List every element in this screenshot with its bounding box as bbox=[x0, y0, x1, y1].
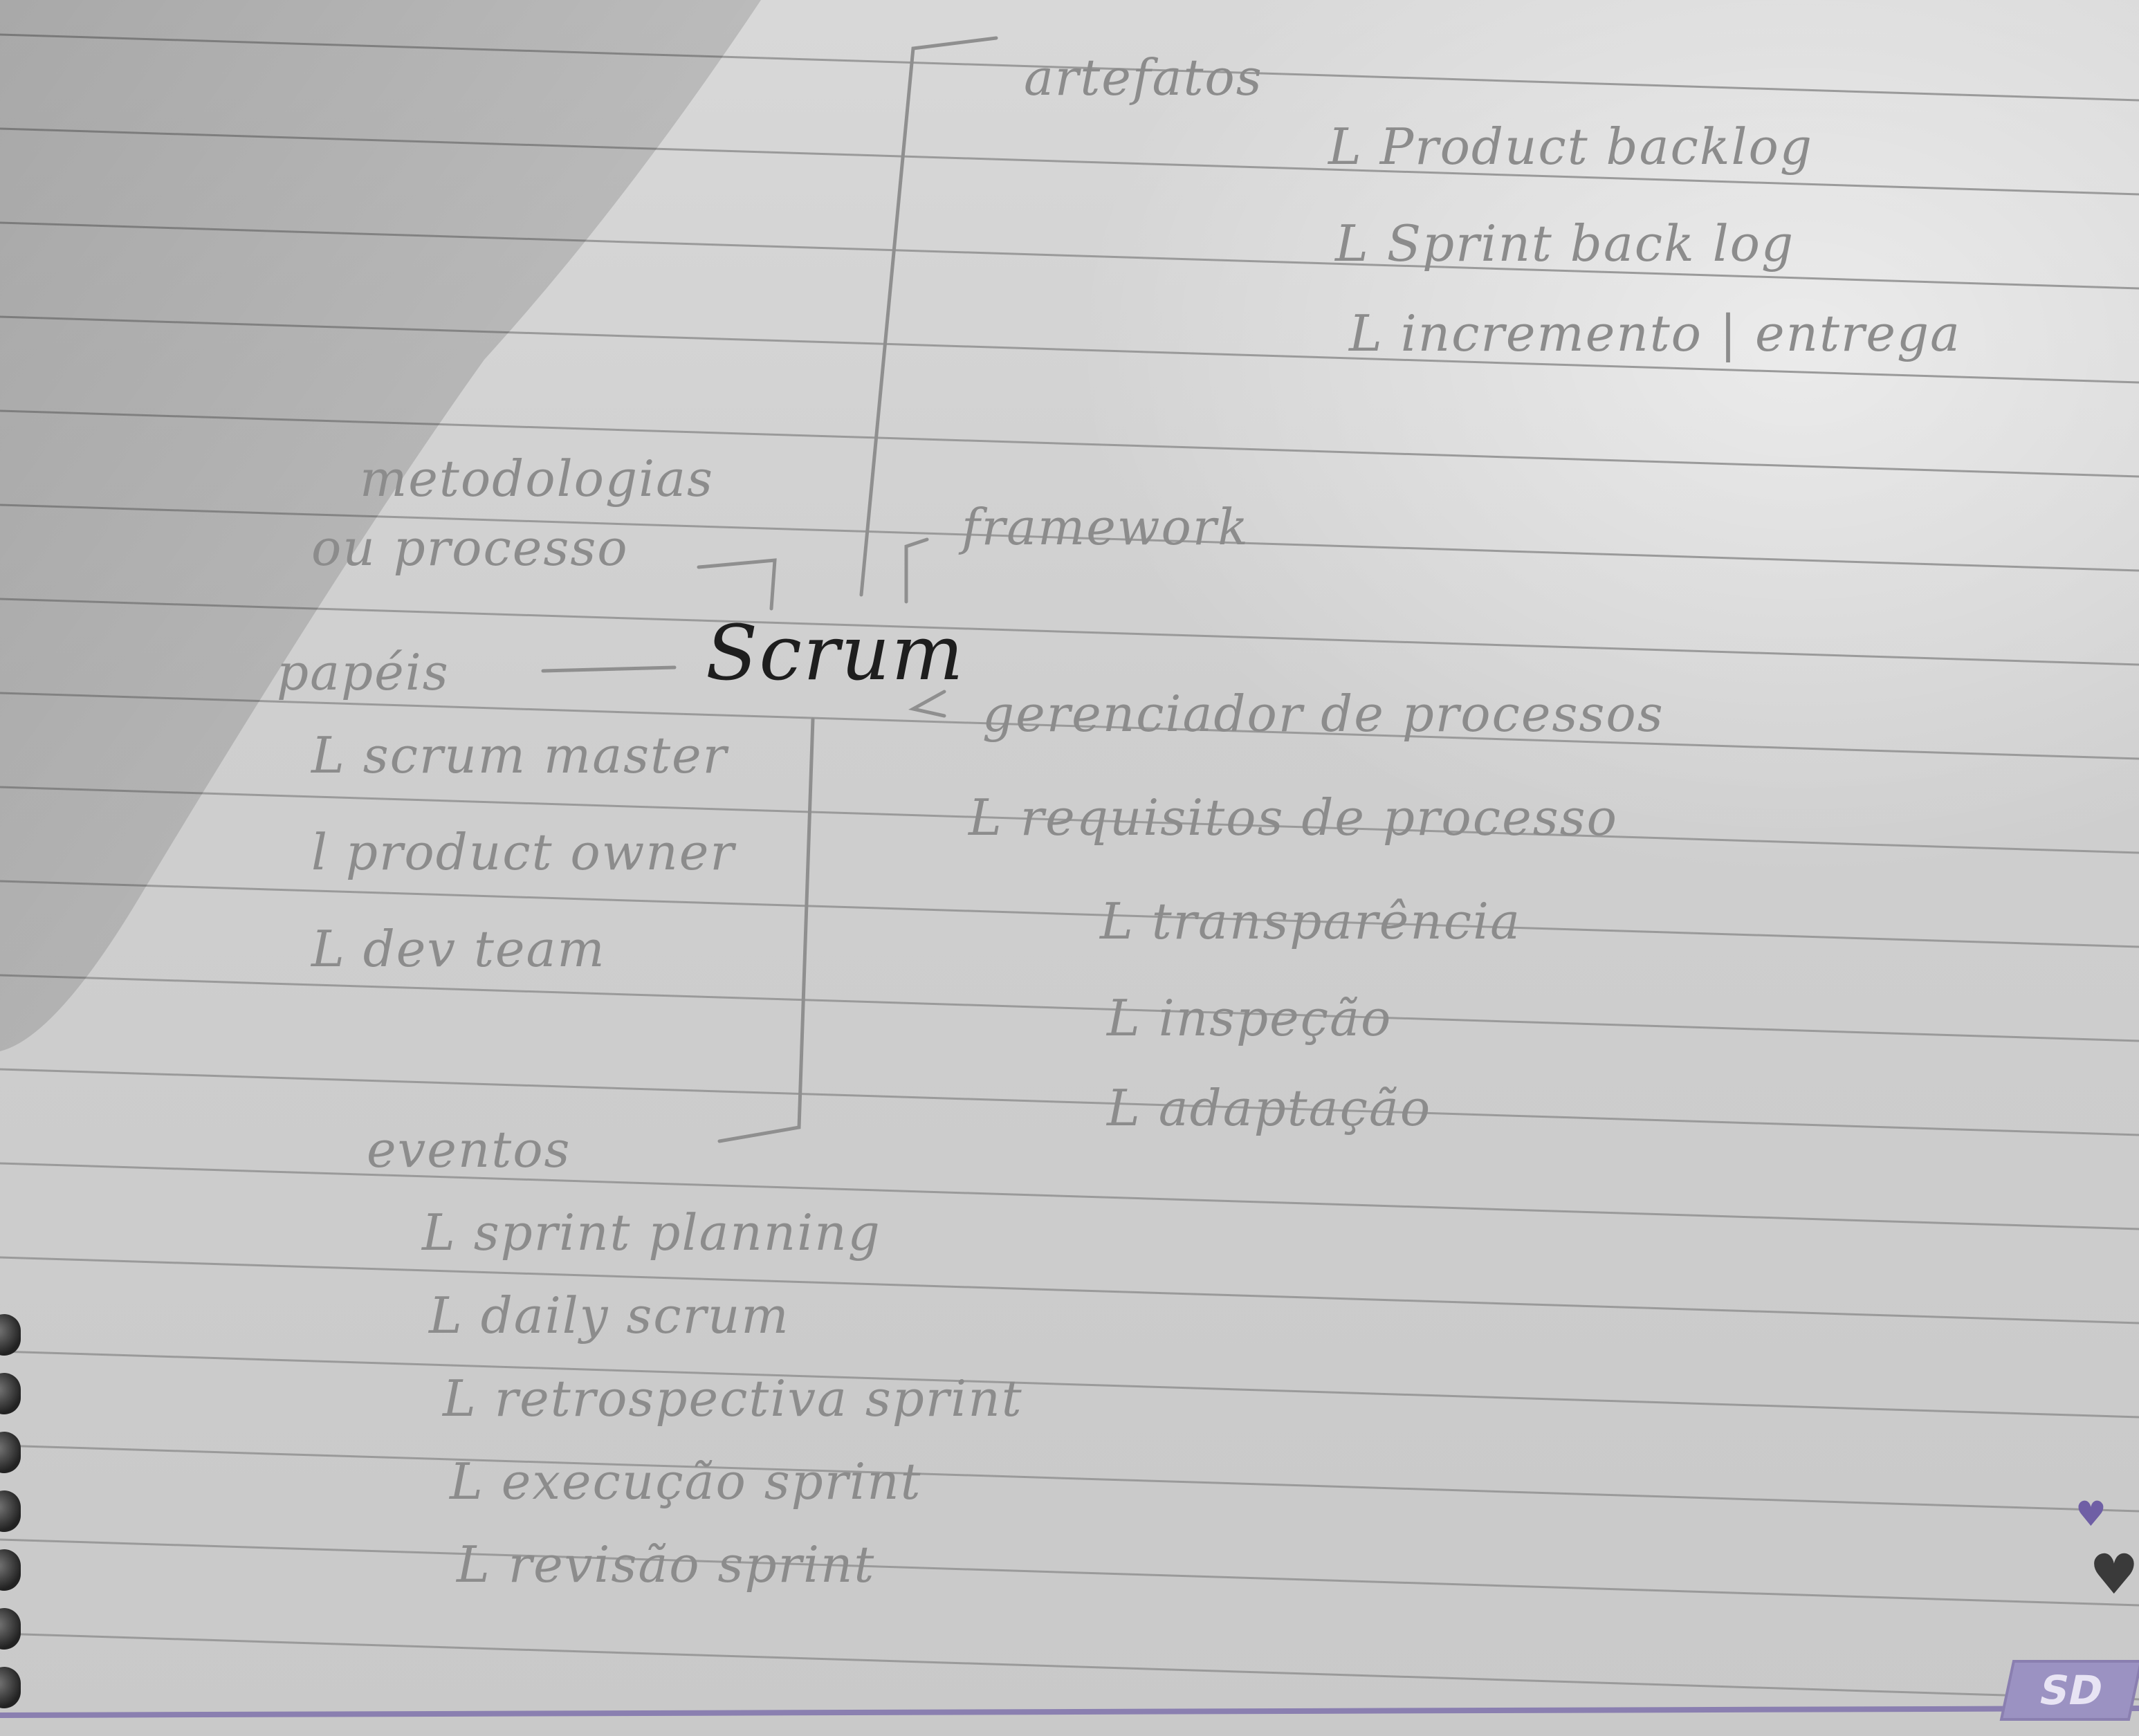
eventos-item: L revisão sprint bbox=[457, 1535, 876, 1594]
eventos-item-label: daily scrum bbox=[480, 1286, 790, 1345]
brand-label: SD bbox=[2035, 1667, 2108, 1714]
artefatos-item-label: Sprint back log bbox=[1386, 214, 1795, 273]
artefatos-title: artefatos bbox=[1024, 48, 1263, 107]
eventos-item: L daily scrum bbox=[429, 1286, 790, 1345]
framework-item-label: requisitos de processo bbox=[1020, 788, 1618, 847]
pillar-label: inspeção bbox=[1158, 989, 1393, 1047]
notebook-brand-logo: SD bbox=[1999, 1660, 2139, 1721]
papeis-title: papéis bbox=[277, 643, 450, 701]
eventos-item-label: execução sprint bbox=[501, 1452, 922, 1511]
ruled-line bbox=[0, 1256, 2139, 1324]
framework-item: L requisitos de processo bbox=[968, 788, 1618, 847]
eventos-item: L retrospectiva sprint bbox=[443, 1369, 1023, 1428]
methodology-label-2: ou processo bbox=[311, 519, 629, 577]
papeis-item: L scrum master bbox=[311, 726, 728, 784]
heart-icon: ♥ bbox=[2075, 1494, 2106, 1534]
spiral-ring bbox=[0, 1373, 21, 1414]
framework-item: gerenciador de processos bbox=[982, 685, 1664, 743]
spiral-ring bbox=[0, 1314, 21, 1356]
papeis-item: l product owner bbox=[311, 823, 735, 881]
spiral-ring bbox=[0, 1549, 21, 1591]
papeis-item-label: product owner bbox=[345, 823, 735, 881]
papeis-item-label: scrum master bbox=[362, 726, 728, 784]
papeis-item-label: dev team bbox=[362, 920, 606, 978]
artefatos-item-label: incremento | entrega bbox=[1400, 304, 1961, 362]
bottom-margin-line bbox=[0, 1706, 2139, 1718]
artefatos-item: L Sprint back log bbox=[1335, 214, 1795, 273]
artefatos-item: L Product backlog bbox=[1328, 118, 1813, 176]
eventos-title: eventos bbox=[367, 1120, 571, 1179]
framework-title: framework bbox=[962, 498, 1249, 556]
ruled-line bbox=[0, 1068, 2139, 1136]
ruled-line bbox=[0, 1632, 2139, 1701]
ruled-line bbox=[0, 1538, 2139, 1607]
pillar-item: L adaptação bbox=[1107, 1079, 1432, 1137]
eventos-item: L execução sprint bbox=[450, 1452, 922, 1511]
spiral-ring bbox=[0, 1432, 21, 1473]
eventos-item-label: sprint planning bbox=[473, 1203, 881, 1262]
methodology-label-1: metodologias bbox=[360, 450, 714, 508]
pillar-item: L inspeção bbox=[1107, 989, 1393, 1047]
spiral-ring bbox=[0, 1667, 21, 1708]
spiral-ring bbox=[0, 1608, 21, 1650]
pillar-label: transparência bbox=[1151, 892, 1521, 950]
spiral-ring bbox=[0, 1490, 21, 1532]
artefatos-item-label: Product backlog bbox=[1379, 118, 1813, 176]
ruled-line bbox=[0, 1162, 2139, 1230]
ruled-line bbox=[0, 1350, 2139, 1419]
heart-icon: ♥ bbox=[2089, 1542, 2139, 1607]
ruled-line bbox=[0, 1444, 2139, 1513]
pillar-item: L transparência bbox=[1100, 892, 1521, 950]
pillar-label: adaptação bbox=[1158, 1079, 1432, 1137]
eventos-item-label: retrospectiva sprint bbox=[494, 1369, 1023, 1428]
artefatos-item: L incremento | entrega bbox=[1349, 304, 1961, 362]
papeis-item: L dev team bbox=[311, 920, 606, 978]
center-topic-scrum: Scrum bbox=[706, 609, 965, 697]
eventos-item: L sprint planning bbox=[422, 1203, 881, 1262]
eventos-item-label: revisão sprint bbox=[508, 1535, 876, 1594]
